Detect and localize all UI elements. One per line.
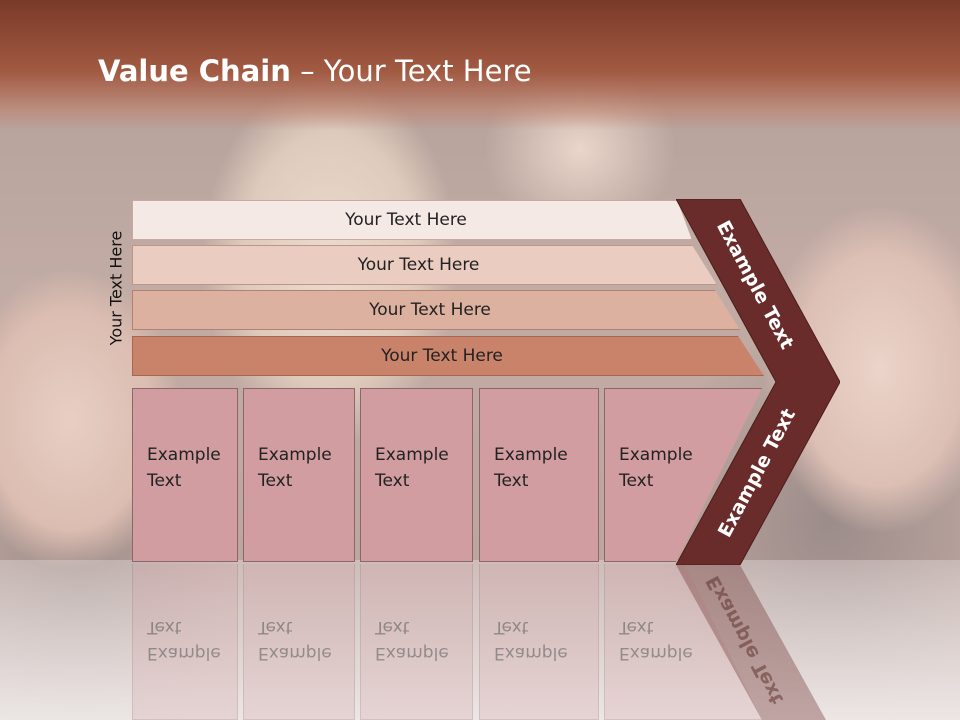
side-label[interactable]: Your Text Here	[106, 230, 126, 346]
slide-title-bold: Value Chain	[98, 54, 291, 88]
value-bar-4-label: Your Text Here	[381, 346, 503, 366]
activity-column-5-line1: Example	[619, 445, 693, 465]
activity-column-3-line2: Text	[375, 471, 410, 491]
value-bar-1-label: Your Text Here	[345, 210, 467, 230]
header-band	[0, 0, 960, 130]
activity-column-2-line2: Text	[258, 471, 293, 491]
activity-column-4-line2: Text	[494, 471, 529, 491]
activity-column-2[interactable]: Example Text	[243, 388, 355, 562]
chevron-reflection	[676, 565, 826, 720]
reflection-fade	[0, 560, 960, 720]
activity-column-1-line2: Text	[147, 471, 182, 491]
value-bar-1[interactable]: Your Text Here	[132, 200, 692, 240]
slide-title[interactable]: Value Chain – Your Text Here	[98, 54, 532, 88]
margin-chevron-shape	[676, 199, 840, 565]
activity-column-3[interactable]: Example Text	[360, 388, 473, 562]
activity-column-4[interactable]: Example Text	[479, 388, 599, 562]
activity-column-3-line1: Example	[375, 445, 449, 465]
value-bar-2-label: Your Text Here	[357, 255, 480, 275]
chevron-reflection-shape	[676, 565, 826, 720]
value-bar-3-label: Your Text Here	[369, 300, 491, 320]
activity-column-4-line1: Example	[494, 445, 568, 465]
value-bar-3[interactable]: Your Text Here	[132, 290, 740, 330]
activity-column-2-line1: Example	[258, 445, 332, 465]
value-bar-2[interactable]: Your Text Here	[132, 245, 717, 285]
margin-chevron[interactable]	[676, 199, 840, 565]
activity-column-5-line2: Text	[619, 471, 654, 491]
value-bar-4[interactable]: Your Text Here	[132, 336, 764, 376]
activity-column-1-line1: Example	[147, 445, 221, 465]
activity-column-1[interactable]: Example Text	[132, 388, 238, 562]
slide-title-rest: – Your Text Here	[290, 54, 532, 88]
